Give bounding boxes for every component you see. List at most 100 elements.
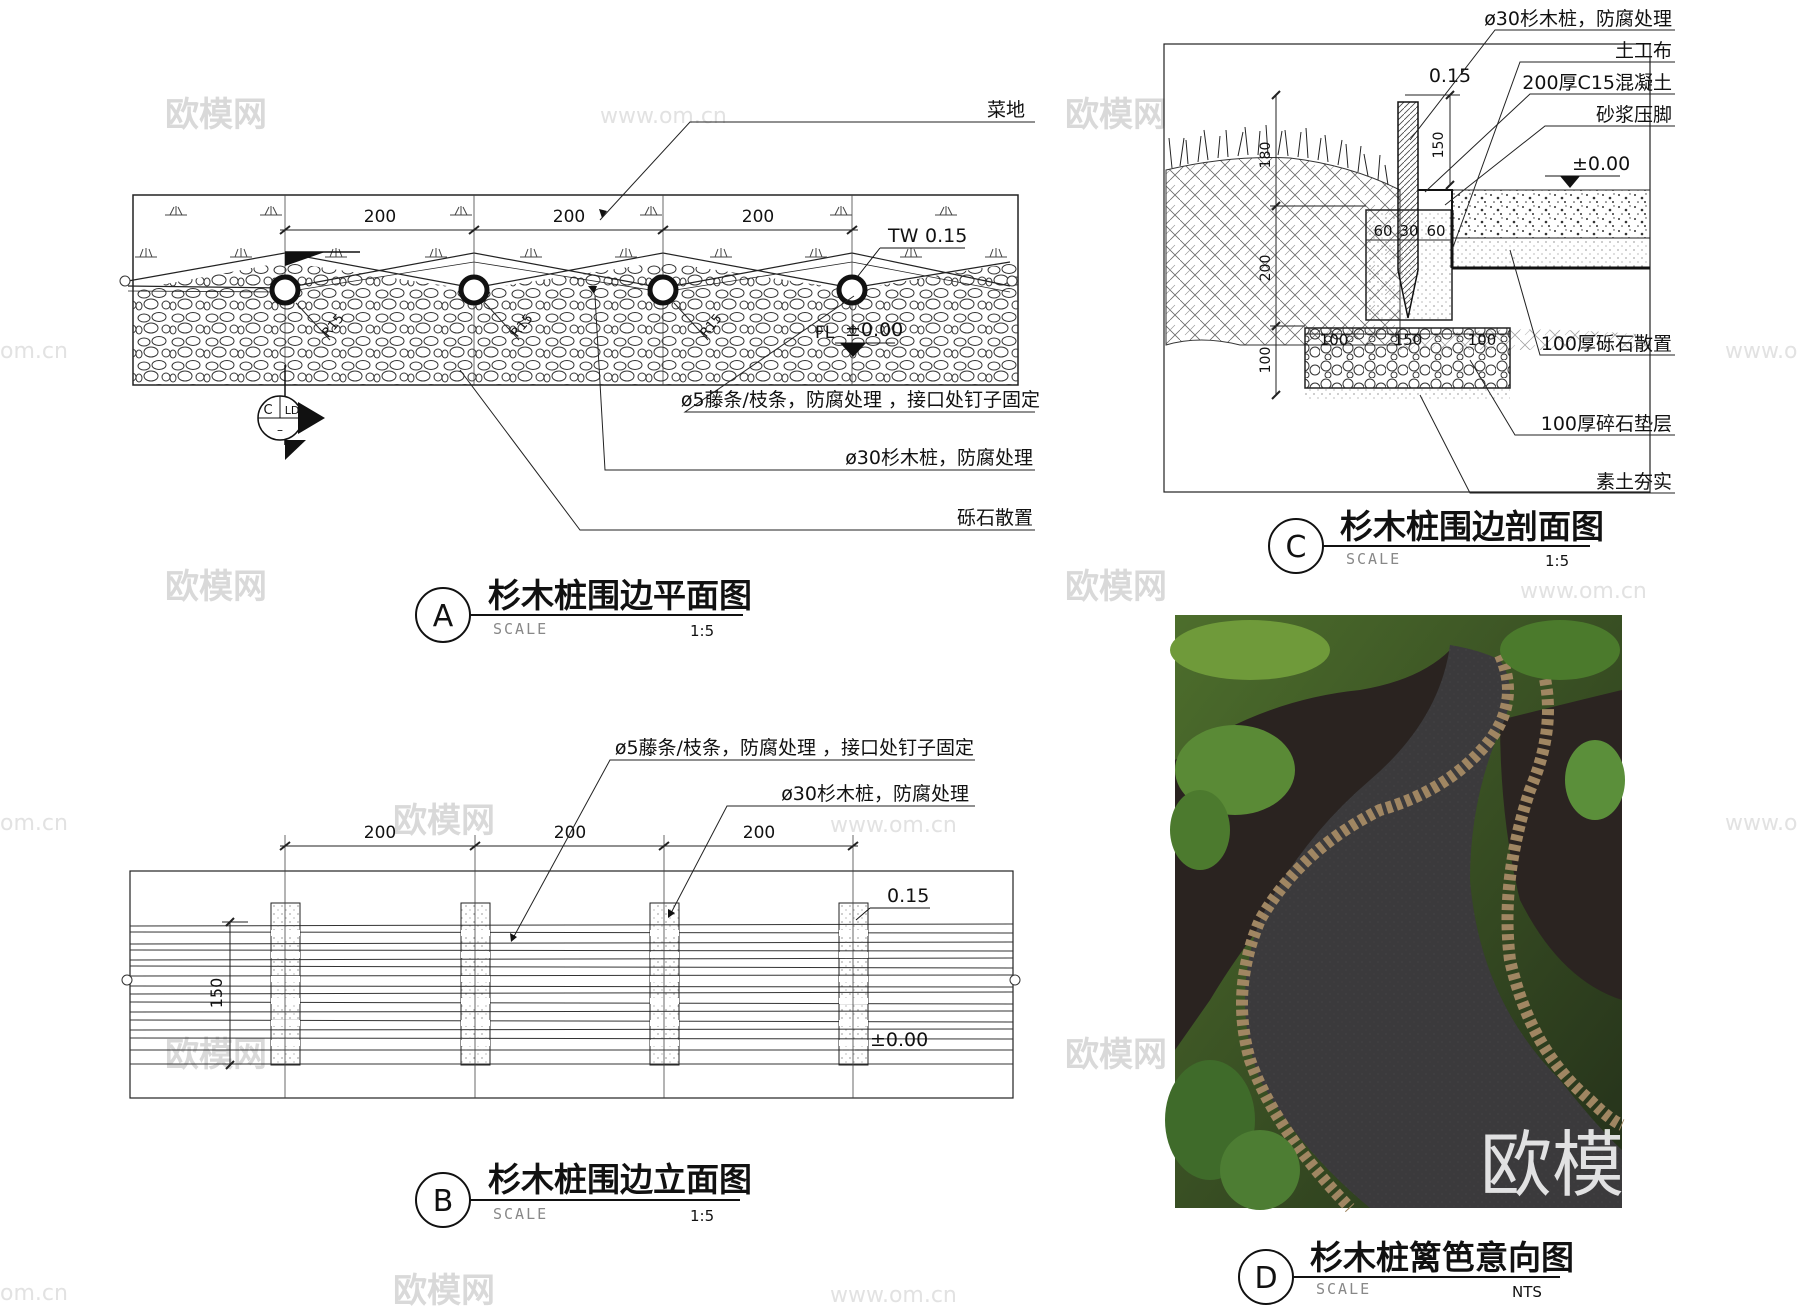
title-block-a <box>415 587 743 643</box>
elevation-view-b: 200 200 200 150 0.15 ±0.00 ø5藤条/枝条，防腐处理 … <box>121 737 1021 1228</box>
plan-dim: 200 <box>742 207 774 227</box>
tw-label: TW <box>887 225 919 247</box>
foot-dim: 100 <box>1320 331 1349 349</box>
note-pile: ø30杉木桩，防腐处理 <box>845 447 1033 469</box>
dim-100: 100 <box>1258 347 1274 374</box>
dim-200: 200 <box>1258 255 1274 282</box>
dim-150: 150 <box>1431 132 1447 159</box>
scale-d: NTS <box>1512 1283 1542 1301</box>
watermark-url: www.o <box>1725 811 1797 836</box>
mortar-foot <box>1418 189 1453 210</box>
section-mark-dash: – <box>277 423 283 437</box>
section-level-triangle <box>1560 176 1580 188</box>
section-label: 土工布 <box>1615 40 1672 62</box>
watermark-url: www.o <box>1725 339 1797 364</box>
watermark-url: www.om.cn <box>830 813 957 838</box>
grass-marks <box>135 206 1007 258</box>
watermark-brand: 欧模网 <box>1065 1035 1167 1075</box>
note-pile: ø30杉木桩，防腐处理 <box>781 783 969 805</box>
pile-centerlines <box>284 835 854 1098</box>
watermark-url: www.om.cn <box>1520 579 1647 604</box>
scale-word-c: SCALE <box>1346 550 1401 568</box>
tw-leader <box>857 247 881 277</box>
leader-arrow <box>599 209 607 218</box>
compacted-soil <box>1165 157 1401 346</box>
woven-edge-right <box>1501 658 1625 1131</box>
watermark-url: om.cn <box>0 1281 68 1306</box>
watermark-url: www.om.cn <box>830 1283 957 1308</box>
dim-60-left: 60 <box>1373 222 1392 240</box>
plan-view-a: 200 200 200 R15 R15 R15 TW 0.15 FL ±0.00 <box>119 99 1040 643</box>
reference-photo-d: 欧模 D 杉木桩篱笆意向图 SCALE NTS <box>1165 615 1625 1305</box>
footing-base <box>1305 388 1510 400</box>
title-block-b <box>415 1172 740 1228</box>
title-block-d <box>1238 1249 1560 1305</box>
rattan-line <box>127 252 1011 289</box>
section-label: 素土夯实 <box>1596 471 1672 493</box>
note-gravel: 砾石散置 <box>957 507 1033 529</box>
base-level: ±0.00 <box>870 1029 928 1051</box>
leader-arrow <box>588 286 597 294</box>
watermark-url: om.cn <box>0 339 68 364</box>
watermark-brand: 欧模网 <box>165 567 267 607</box>
view-title-d: 杉木桩篱笆意向图 <box>1310 1238 1574 1277</box>
section-label: 砂浆压脚 <box>1596 104 1672 126</box>
watermark-brand: 欧模网 <box>1065 95 1167 135</box>
break-mark <box>119 275 131 287</box>
view-title-a: 杉木桩围边平面图 <box>488 576 752 615</box>
elevation-dimension-line <box>279 841 859 851</box>
plants <box>1165 620 1625 1210</box>
plan-dimension-line <box>279 225 858 235</box>
section-label: 100厚碎石垫层 <box>1541 413 1672 435</box>
photo-watermark: 欧模 <box>1480 1123 1624 1207</box>
gravel-path-texture <box>1245 645 1622 1208</box>
watermark-brand: 欧模网 <box>165 95 267 135</box>
gravel-area <box>133 262 1018 385</box>
dim-30: 30 <box>1399 222 1418 240</box>
grass-tufts <box>1168 124 1389 186</box>
watermark-brand: 欧模网 <box>165 1035 267 1075</box>
note-vegetable-bed: 菜地 <box>987 99 1025 121</box>
scale-word-a: SCALE <box>493 620 548 638</box>
watermark-layer: 欧模网 欧模网 欧模网 欧模网 欧模网 欧模网 欧模网 欧模网 www.om.c… <box>0 95 1797 1309</box>
tw-flag <box>285 252 325 266</box>
watermark-brand: 欧模网 <box>1065 567 1167 607</box>
foot-dim: 150 <box>1394 331 1423 349</box>
dim-60-right: 60 <box>1426 222 1445 240</box>
view-title-b: 杉木桩围边立面图 <box>488 1160 752 1199</box>
view-letter-d: D <box>1254 1261 1277 1296</box>
top-level: 0.15 <box>887 885 929 907</box>
section-label: 100厚砾石散置 <box>1541 333 1672 355</box>
section-label: 200厚C15混凝土 <box>1522 72 1672 94</box>
fl-label: FL <box>815 323 835 343</box>
view-letter-b: B <box>433 1184 454 1219</box>
elevation-leaders <box>511 759 975 941</box>
top-level-leader <box>855 907 871 921</box>
watermark-brand: 欧模网 <box>393 1271 495 1309</box>
watermark-brand: 欧模网 <box>393 801 495 841</box>
section-level: ±0.00 <box>1572 153 1630 175</box>
title-block-c <box>1268 518 1590 574</box>
note-rattan: ø5藤条/枝条，防腐处理 ，接口处钉子固定 <box>681 389 1040 411</box>
leader-arrow <box>668 909 675 918</box>
radius-leaders <box>295 302 709 341</box>
plan-dim: 200 <box>364 207 396 227</box>
break-mark <box>1009 974 1021 986</box>
break-mark <box>1006 275 1018 287</box>
pile-circles <box>269 274 868 306</box>
view-title-c: 杉木桩围边剖面图 <box>1340 507 1604 546</box>
scale-c: 1:5 <box>1545 552 1569 570</box>
rattan-line <box>127 261 1011 293</box>
section-leaders <box>1409 29 1675 494</box>
fl-triangle <box>840 343 866 357</box>
foot-dim: 100 <box>1468 331 1497 349</box>
view-letter-a: A <box>433 599 454 634</box>
note-rattan: ø5藤条/枝条，防腐处理 ，接口处钉子固定 <box>615 737 974 759</box>
scale-b: 1:5 <box>690 1207 714 1225</box>
stake-section <box>1397 101 1419 319</box>
watermark-url: www.om.cn <box>600 104 727 129</box>
gravel-footing <box>1304 327 1511 389</box>
gravel-layer <box>1451 189 1651 239</box>
section-label: ø30杉木桩，防腐处理 <box>1484 8 1672 30</box>
